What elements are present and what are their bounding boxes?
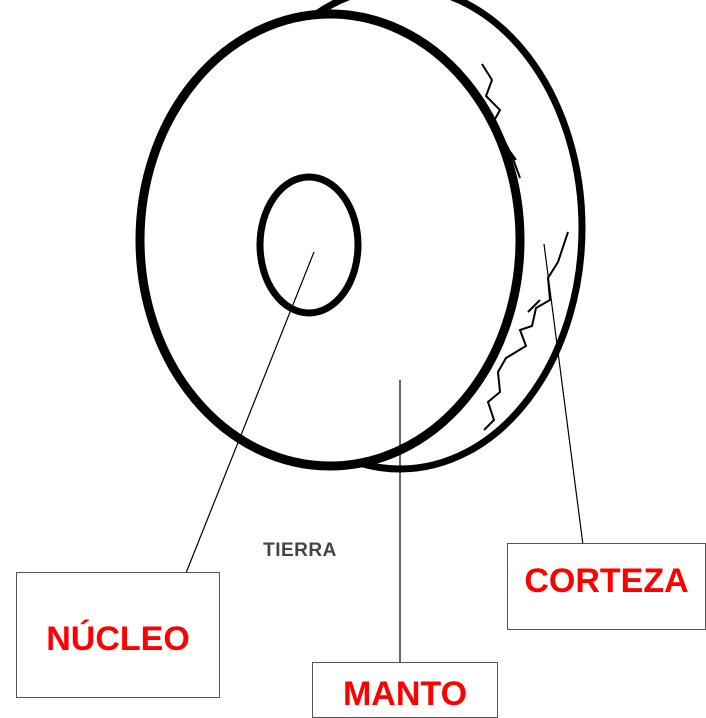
- label-box-manto: MANTO: [312, 662, 498, 718]
- label-corteza: CORTEZA: [524, 562, 689, 600]
- diagram-title: TIERRA: [263, 540, 337, 561]
- label-box-nucleo: NÚCLEO: [16, 572, 220, 698]
- label-nucleo: NÚCLEO: [46, 619, 190, 658]
- core-circle: [256, 173, 362, 317]
- leader-line-corteza: [543, 243, 584, 546]
- label-box-corteza: CORTEZA: [507, 543, 706, 630]
- leader-line-nucleo: [185, 251, 315, 574]
- label-manto: MANTO: [342, 674, 468, 713]
